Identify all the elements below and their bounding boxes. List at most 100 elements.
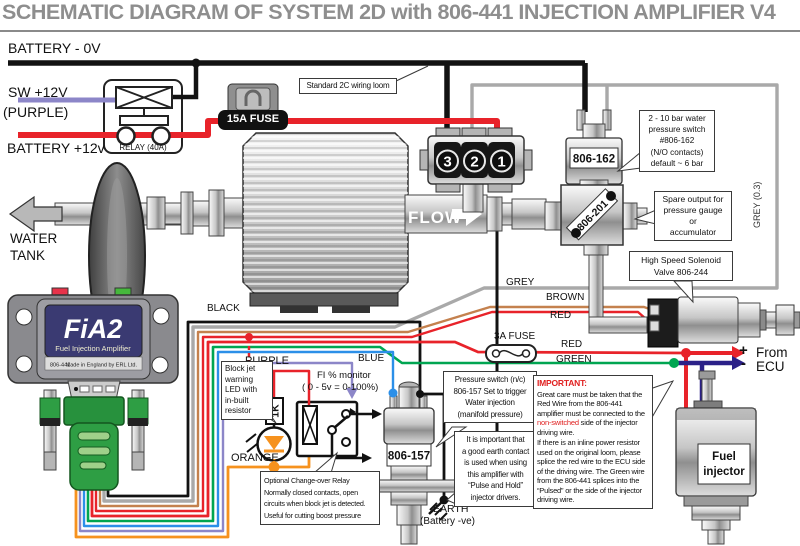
callout-line: warning (225, 374, 254, 384)
callout-line: Block jet (225, 364, 256, 373)
callout-line: Useful for cutting boost pressure (264, 510, 361, 520)
flow-arrow (452, 209, 466, 219)
switch-806-162-label: 806-162 (573, 154, 615, 166)
fia2-subtitle: Fuel Injection Amplifier (55, 344, 131, 353)
label-water: WATER (10, 231, 58, 246)
label-fi-range: ( 0 - 5v = 0-100%) (302, 382, 379, 393)
red-arrowhead (732, 346, 745, 360)
solenoid-valve-806-244 (647, 296, 800, 348)
important-title: IMPORTANT: (537, 378, 587, 388)
callout-line: LED with (225, 385, 258, 394)
wire-loom-red-solenoid (94, 310, 655, 513)
callout-line: in-built (225, 395, 249, 405)
relay-contact-left (116, 126, 136, 146)
callout-line: default ~ 6 bar (650, 158, 704, 168)
callout-line: a good earth contact (461, 446, 530, 456)
callout-line: 806-157 Set to trigger (453, 386, 527, 396)
switch-806-157-label: 806-157 (388, 451, 430, 463)
plug-upper (63, 396, 125, 426)
title-rule (0, 30, 800, 32)
label-battery-12v: BATTERY +12v (7, 140, 105, 156)
fia2-logo: FiA2 (64, 314, 123, 344)
flow-pipe: FLOW (404, 183, 563, 234)
wire-loom-brown (98, 305, 656, 508)
led-ray (246, 443, 258, 453)
label-orange-wire: ORANGE (231, 452, 279, 464)
fia2-amplifier: FiA2 Fuel Injection Amplifier 806-441 Ma… (7, 287, 179, 491)
navy-arrowhead (732, 356, 745, 370)
callout-wiring-loom: Standard 2C wiring loom (299, 78, 397, 94)
terminal-1: 1 (497, 154, 505, 171)
label-plus: + (739, 342, 748, 359)
callout-line: “Pulse and Hold” (468, 481, 523, 491)
callout-optional-relay: Optional Change-over Relay Normally clos… (260, 471, 380, 525)
junction-806-201: 806-201 (544, 184, 648, 256)
callout-solenoid-valve: High Speed Solenoid Valve 806-244 (629, 251, 733, 281)
fuse-15a (218, 83, 288, 130)
fuse-3a (485, 344, 537, 363)
callout-line: Valve 806-244 (653, 267, 709, 277)
callout-line: pressure gauge (663, 205, 723, 215)
led-ray (245, 433, 257, 443)
label-green-wire: GREEN (556, 354, 592, 365)
callout-line: pressure switch (648, 125, 706, 135)
solenoid-feed-pipe (588, 254, 648, 334)
label-purple: (PURPLE) (3, 104, 69, 120)
important-p1: Great care must be taken that the Red Wi… (537, 389, 645, 418)
important-p3: If there is an inline power resistor use… (537, 438, 646, 504)
label-ecu: ECU (756, 359, 785, 374)
label-red-wire-b: RED (561, 339, 583, 350)
inlet-fittings (146, 189, 244, 237)
callout-earth-note: It is important that a good earth contac… (454, 431, 537, 507)
callout-line: Spare output for (662, 194, 724, 204)
callout-line: 2 - 10 bar water (648, 114, 706, 123)
wire-loom-orange (74, 444, 311, 539)
callout-line: is used when using (464, 458, 527, 468)
wire-loom-black (106, 320, 422, 498)
label-relay: RELAY (40A) (119, 143, 167, 152)
label-brown-wire: BROWN (546, 292, 585, 303)
callout-line: Pressure switch (n/c) (454, 375, 526, 384)
callout-line: or (689, 216, 697, 226)
label-sw-12v: SW +12V (8, 84, 68, 100)
callout-line: Water injection (465, 398, 515, 407)
callout-spare-output: Spare output for pressure gauge or accum… (654, 191, 732, 241)
label-tank: TANK (10, 248, 46, 263)
label-from: From (756, 345, 788, 360)
label-red-wire-a: RED (550, 310, 572, 321)
flow-label: FLOW (408, 208, 462, 227)
callout-line: It is important that (466, 435, 525, 444)
earth-point (388, 388, 449, 521)
important-p2: side of the injector driving wire. (537, 418, 638, 437)
wire-loom-purple (78, 361, 354, 533)
label-battery-ve: (Battery -ve) (420, 516, 476, 527)
wire-loom-blue (82, 350, 395, 528)
terminal-2: 2 (470, 154, 478, 171)
label-fuse-15a: 15A FUSE (226, 113, 280, 125)
callout-line: this amplifier with (467, 469, 524, 479)
callout-line: accumulator (669, 227, 717, 237)
label-grey-03: GREY (0.3) (752, 181, 762, 228)
fuel-injector: Fuel injector (675, 370, 757, 545)
label-fuse-3a: 3A FUSE (494, 331, 536, 342)
page-title: SCHEMATIC DIAGRAM OF SYSTEM 2D with 806-… (2, 0, 776, 24)
callout-806-162: 2 - 10 bar water pressure switch #806-16… (639, 110, 715, 173)
callout-line: injector drivers. (470, 492, 521, 502)
terminal-3: 3 (443, 154, 451, 171)
label-black-wire: BLACK (207, 303, 240, 314)
callout-important: IMPORTANT:Great care must be taken that … (533, 375, 653, 509)
callout-line: circuits when block jet is detected. (264, 499, 366, 508)
callout-line: #806-162 (659, 136, 695, 146)
injector-label-1: Fuel (712, 451, 736, 463)
callout-blockjet-led: Block jet warning LED with in-built resi… (221, 361, 273, 420)
important-highlight: non-switched (537, 418, 579, 427)
wire-loom-green (86, 345, 674, 523)
label-minus: - (741, 355, 746, 372)
label-battery-0v: BATTERY - 0V (8, 40, 101, 56)
injector-label-2: injector (703, 466, 745, 478)
callout-line: Optional Change-over Relay (264, 476, 350, 485)
label-fi-monitor: FI % monitor (317, 370, 371, 381)
water-pump (242, 132, 409, 313)
